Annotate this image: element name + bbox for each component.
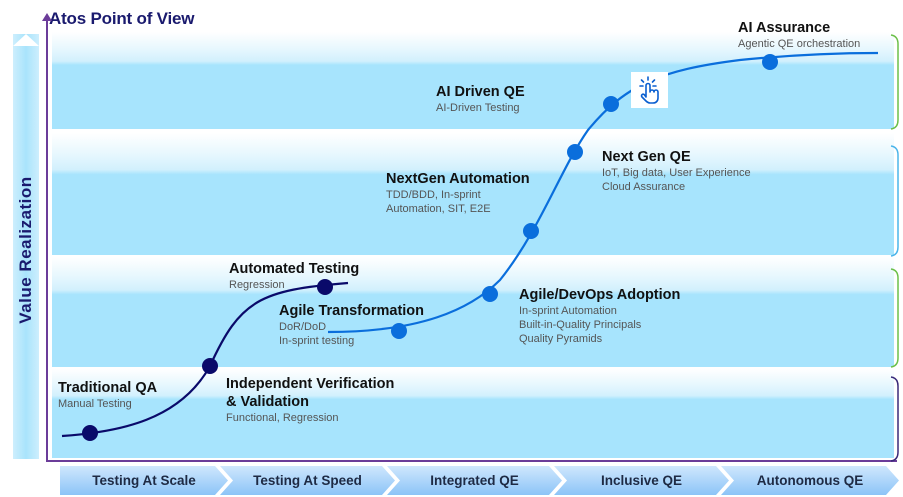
brace-green-bottom [890,268,899,368]
milestone-detail: Built-in-Quality Principals [519,319,642,331]
milestone-dot-nextgen-automation [523,223,539,239]
milestone-traditional-qa: Traditional QA Manual Testing [58,379,157,411]
milestone-heading: AI Driven QE [436,84,525,100]
band-autonomous [52,32,894,129]
phase-label: Testing At Speed [253,473,362,488]
phase-label: Inclusive QE [600,473,683,488]
milestone-detail: IoT, Big data, User Experience [602,167,751,179]
milestone-ivv: Independent Verification & Validation Fu… [226,375,394,425]
milestone-nextgen-automation: NextGen Automation TDD/BDD, In-sprint Au… [386,170,530,216]
phase-chevron-2: Testing At Speed [220,466,395,495]
milestone-detail: Manual Testing [58,398,132,410]
milestone-heading: Traditional QA [58,380,158,396]
milestone-ai-assurance: AI Assurance Agentic QE orchestration [738,19,860,51]
y-axis-arrow-band [13,34,39,459]
y-axis-line [46,16,48,462]
milestone-detail: Cloud Assurance [602,181,686,193]
milestone-heading: Agile Transformation [279,303,425,319]
milestone-detail: Automation, SIT, E2E [386,203,491,215]
milestone-dot-agile-devops [482,286,498,302]
milestone-detail: In-sprint Automation [519,305,617,317]
milestone-detail: Regression [229,279,285,291]
milestone-detail: Quality Pyramids [519,333,603,345]
band-inclusive [52,133,894,255]
phase-chevron-5: Autonomous QE [721,466,899,495]
milestone-dot-ivv [202,358,218,374]
diagram-title: Atos Point of View [49,9,195,28]
milestone-dot-ai-assurance [762,54,778,70]
milestone-dot-agile-transformation [391,323,407,339]
hand-pointer-click-icon [631,72,668,108]
milestone-detail: Agentic QE orchestration [738,38,861,50]
phase-chevron-4: Inclusive QE [554,466,729,495]
milestone-next-gen-qe: Next Gen QE IoT, Big data, User Experien… [602,148,751,194]
milestone-heading: NextGen Automation [386,171,530,187]
brace-purple [890,376,899,462]
brace-blue [890,145,899,257]
milestone-detail: AI-Driven Testing [436,102,520,114]
y-axis-arrow-tip [13,34,39,46]
milestone-heading: AI Assurance [738,20,831,36]
y-axis-arrowhead [42,13,52,21]
milestone-dot-automated-testing [317,279,333,295]
band-integrated [52,257,894,367]
phase-label: Integrated QE [430,473,519,488]
milestone-detail: Functional, Regression [226,412,339,424]
milestone-dot-traditional-qa [82,425,98,441]
milestone-heading: Agile/DevOps Adoption [519,287,681,303]
milestone-dot-ai-driven-qe [603,96,619,112]
milestone-detail: DoR/DoD [279,321,327,333]
brace-green-top [890,34,899,130]
milestone-detail: In-sprint testing [279,335,355,347]
x-axis-line [46,460,897,462]
milestone-detail: TDD/BDD, In-sprint [386,189,481,201]
milestone-dot-next-gen-qe [567,144,583,160]
milestone-ai-driven-qe: AI Driven QE AI-Driven Testing [436,83,525,115]
phase-chevron-1: Testing At Scale [60,466,228,495]
milestone-heading: Next Gen QE [602,149,691,165]
phase-chevron-3: Integrated QE [387,466,562,495]
phase-label: Autonomous QE [756,473,864,488]
milestone-agile-transformation: Agile Transformation DoR/DoD In-sprint t… [279,302,424,348]
milestone-heading: Automated Testing [229,261,360,277]
phase-label: Testing At Scale [92,473,196,488]
band-foundation [52,369,894,458]
milestone-agile-devops: Agile/DevOps Adoption In-sprint Automati… [519,286,680,346]
milestone-heading-line1: Independent Verification [226,376,395,392]
milestone-automated-testing: Automated Testing Regression [229,260,359,292]
milestone-heading-line2: & Validation [226,394,309,410]
